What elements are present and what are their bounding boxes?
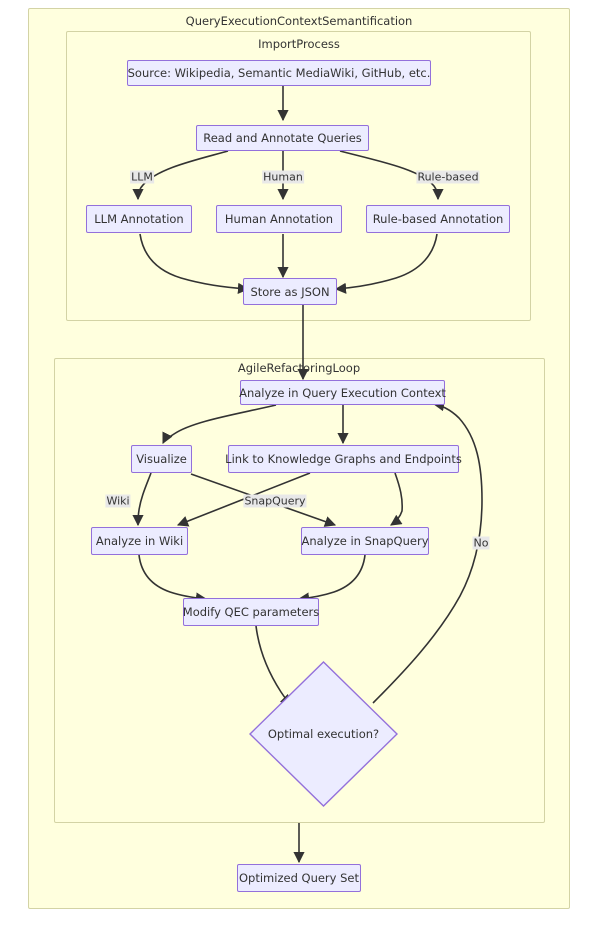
node-analyze-in-wiki[interactable]: Analyze in Wiki xyxy=(91,527,188,555)
edge-analyze-qec-to-visualize xyxy=(162,404,277,445)
node-modify-qec-parameters[interactable]: Modify QEC parameters xyxy=(183,598,319,626)
node-optimized-query-set[interactable]: Optimized Query Set xyxy=(237,864,361,892)
node-human-annotation[interactable]: Human Annotation xyxy=(216,205,342,233)
edge-label-no: No xyxy=(472,536,490,550)
edge-visualize-to-wiki xyxy=(132,472,152,527)
edge-label-wiki: Wiki xyxy=(105,494,131,508)
node-store-as-json-label: Store as JSON xyxy=(250,284,330,299)
edge-read-to-rule xyxy=(339,150,444,201)
edge-link-kg-to-snapquery xyxy=(390,472,403,526)
node-rule-based-annotation[interactable]: Rule-based Annotation xyxy=(366,205,510,233)
edge-optimal-to-analyze-qec-no xyxy=(372,400,483,704)
node-source[interactable]: Source: Wikipedia, Semantic MediaWiki, G… xyxy=(127,60,431,86)
edge-llm-to-store xyxy=(139,233,250,294)
cluster-label-import-process: ImportProcess xyxy=(258,37,340,51)
node-llm-annotation[interactable]: LLM Annotation xyxy=(86,205,192,233)
node-analyze-in-snapquery[interactable]: Analyze in SnapQuery xyxy=(301,527,429,555)
node-link-to-knowledge-graphs-and-endpoints[interactable]: Link to Knowledge Graphs and Endpoints xyxy=(225,445,462,473)
node-read-and-annotate-queries-label: Read and Annotate Queries xyxy=(203,131,362,145)
edge-label-rule-based: Rule-based xyxy=(416,170,480,184)
node-rule-based-annotation-label: Rule-based Annotation xyxy=(372,212,504,226)
node-visualize[interactable]: Visualize xyxy=(131,445,192,473)
node-human-annotation-label: Human Annotation xyxy=(224,212,334,226)
node-optimal-execution-label: Optimal execution? xyxy=(267,727,380,741)
edge-label-llm: LLM xyxy=(130,170,154,184)
node-analyze-in-snapquery-label: Analyze in SnapQuery xyxy=(301,534,429,548)
node-analyze-in-wiki-label: Analyze in Wiki xyxy=(95,534,184,548)
cluster-label-outer: QueryExecutionContextSemantification xyxy=(185,14,413,28)
node-modify-qec-parameters-label: Modify QEC parameters xyxy=(182,605,320,619)
edge-snapquery-to-modify xyxy=(297,554,366,604)
cluster-label-agile-refactoring-loop: AgileRefactoringLoop xyxy=(237,361,361,375)
diamond-shape xyxy=(249,661,398,807)
node-optimized-query-set-label: Optimized Query Set xyxy=(239,871,360,885)
node-visualize-label: Visualize xyxy=(136,452,187,466)
edge-wiki-to-modify xyxy=(138,554,208,604)
edge-read-to-llm xyxy=(132,150,229,201)
node-analyze-in-query-execution-context[interactable]: Analyze in Query Execution Context xyxy=(239,380,446,405)
node-store-as-json[interactable]: Store as JSON xyxy=(243,278,337,305)
node-llm-annotation-label: LLM Annotation xyxy=(94,212,184,226)
edge-label-human: Human xyxy=(262,170,304,184)
node-read-and-annotate-queries[interactable]: Read and Annotate Queries xyxy=(196,125,369,151)
edge-label-snapquery: SnapQuery xyxy=(243,494,307,508)
node-link-to-knowledge-graphs-and-endpoints-label: Link to Knowledge Graphs and Endpoints xyxy=(225,452,462,466)
node-analyze-in-query-execution-context-label: Analyze in Query Execution Context xyxy=(239,385,446,400)
node-optimal-execution[interactable]: Optimal execution? xyxy=(249,661,398,807)
node-source-label: Source: Wikipedia, Semantic MediaWiki, G… xyxy=(127,66,431,80)
edge-rule-to-store xyxy=(334,233,438,294)
